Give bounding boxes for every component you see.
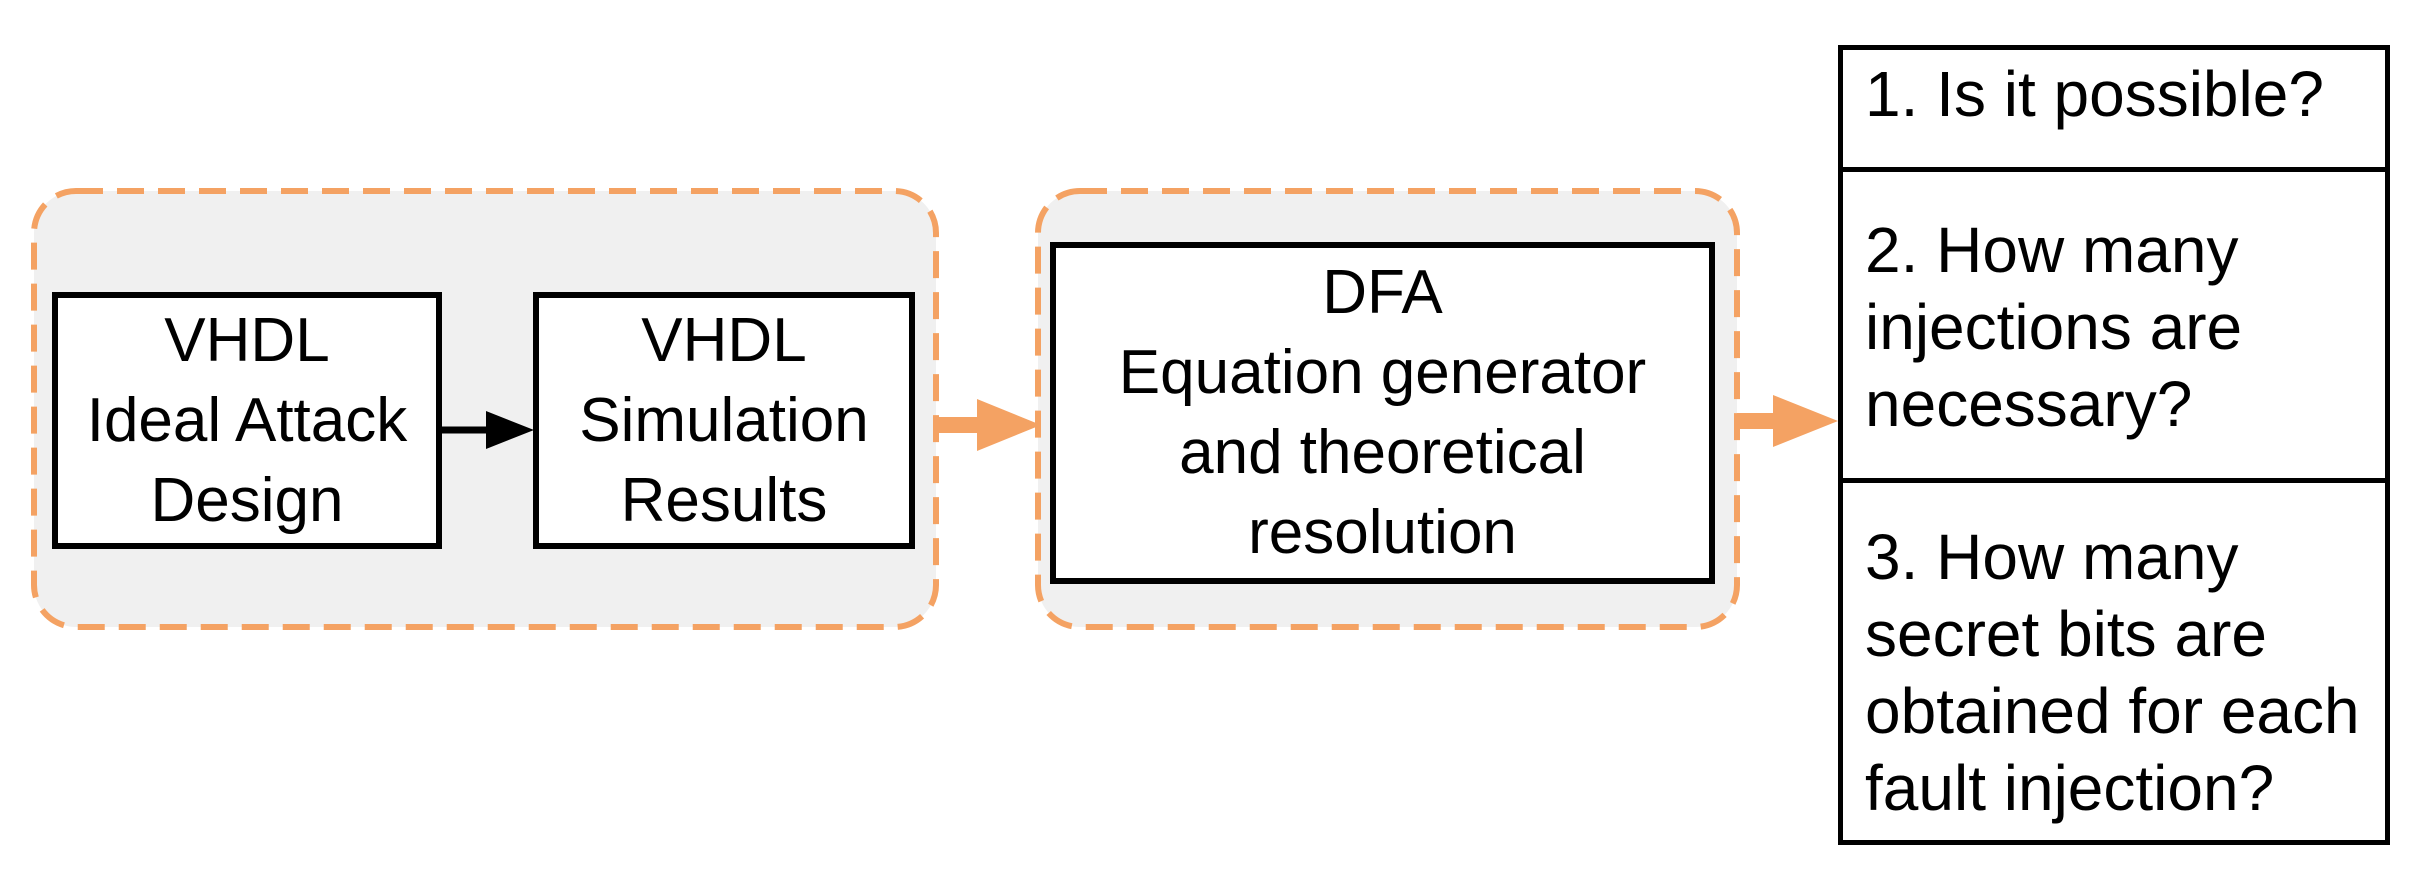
arrow-simulation-to-dfa-icon [938, 399, 1041, 451]
arrow-head [1773, 395, 1838, 447]
box-line: VHDL [164, 305, 330, 375]
vhdl-simulation-results-box: VHDL Simulation Results [533, 292, 915, 549]
box-line: Simulation [579, 385, 869, 455]
box-line: Results [620, 465, 828, 535]
box-line: Equation generator [1118, 338, 1647, 407]
question-item-3: 3. How many secret bits are obtained for… [1843, 478, 2385, 840]
arrow-design-to-simulation-icon [440, 411, 534, 449]
questions-panel: 1. Is it possible? 2. How many injection… [1838, 45, 2390, 845]
question-item-1: 1. Is it possible? [1865, 58, 2324, 130]
box-line: and theoretical [1179, 418, 1586, 487]
arrow-dfa-to-questions-icon [1737, 395, 1838, 447]
arrow-head [977, 399, 1041, 451]
box-line: DFA [1322, 258, 1443, 327]
box-line: resolution [1248, 498, 1517, 567]
box-line: Ideal Attack [86, 385, 408, 455]
arrow-head [486, 411, 534, 449]
question-item-2: 2. How many injections are necessary? [1843, 167, 2385, 478]
box-line: VHDL [641, 305, 807, 375]
box-line: Design [150, 465, 344, 535]
vhdl-ideal-attack-design-box: VHDL Ideal Attack Design [52, 292, 442, 549]
dfa-equation-generator-box: DFA Equation generator and theoretical r… [1050, 242, 1715, 584]
